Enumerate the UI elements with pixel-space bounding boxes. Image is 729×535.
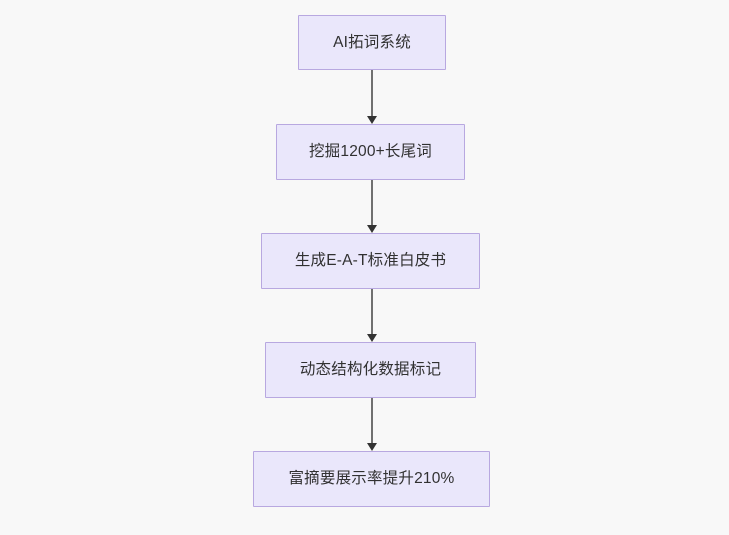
flowchart-edge-4: [366, 398, 377, 451]
flowchart-edge-3: [366, 289, 377, 342]
flowchart-node-rich-snippet-rate-increase[interactable]: 富摘要展示率提升210%: [253, 451, 490, 507]
edge-line: [371, 289, 373, 335]
arrow-head-icon: [366, 224, 377, 233]
node-label: 生成E-A-T标准白皮书: [294, 252, 447, 270]
flowchart-node-dynamic-structured-data-markup[interactable]: 动态结构化数据标记: [265, 342, 476, 398]
edge-line: [371, 398, 373, 444]
arrow-head-icon: [366, 442, 377, 451]
edge-line: [371, 180, 373, 226]
node-label: 富摘要展示率提升210%: [288, 470, 455, 488]
flowchart-edge-2: [366, 180, 377, 233]
node-label: AI拓词系统: [333, 33, 411, 51]
flowchart-node-generate-eat-whitepaper[interactable]: 生成E-A-T标准白皮书: [261, 233, 480, 289]
node-label: 动态结构化数据标记: [299, 361, 442, 379]
flowchart-node-ai-keyword-system[interactable]: AI拓词系统: [298, 15, 446, 70]
flowchart-edge-1: [366, 70, 377, 124]
edge-line: [371, 70, 373, 117]
arrow-head-icon: [366, 333, 377, 342]
node-label: 挖掘1200+长尾词: [308, 143, 433, 161]
flowchart-node-mine-longtail-keywords[interactable]: 挖掘1200+长尾词: [276, 124, 465, 180]
arrow-head-icon: [366, 115, 377, 124]
